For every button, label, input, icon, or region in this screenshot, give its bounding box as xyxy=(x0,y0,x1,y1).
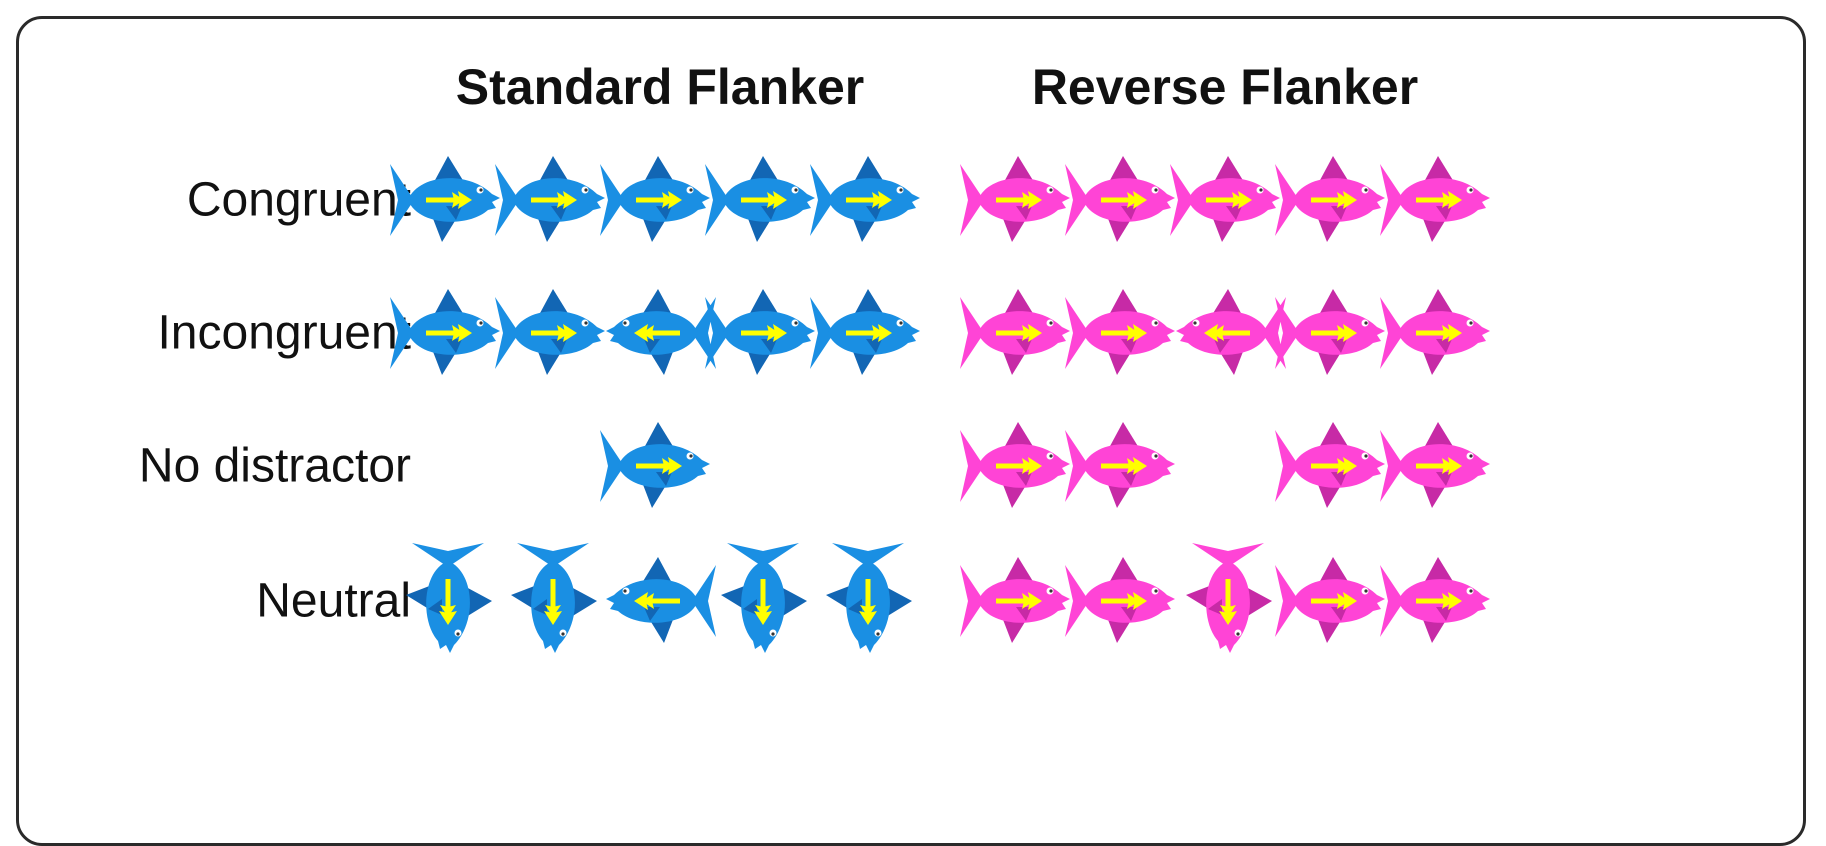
reverse-fish-3-1-right xyxy=(960,422,1070,508)
standard-fish-1-4-right xyxy=(705,156,815,242)
reverse-fish-4-2-right xyxy=(1065,557,1175,643)
standard-fish-4-5-down xyxy=(826,543,912,653)
reverse-fish-1-3-right xyxy=(1170,156,1280,242)
standard-fish-1-5-right xyxy=(810,156,920,242)
row-label-no-distractor: No distractor xyxy=(138,439,411,493)
reverse-fish-2-5-right xyxy=(1380,289,1490,375)
row-label-incongruent: Incongruent xyxy=(157,306,411,360)
standard-fish-4-2-down xyxy=(511,543,597,653)
standard-fish-2-4-right xyxy=(705,289,815,375)
reverse-fish-1-1-right xyxy=(960,156,1070,242)
reverse-fish-4-1-right xyxy=(960,557,1070,643)
standard-fish-2-1-right xyxy=(390,289,500,375)
standard-fish-1-1-right xyxy=(390,156,500,242)
standard-fish-4-1-down xyxy=(406,543,492,653)
reverse-fish-4-5-right xyxy=(1380,557,1490,643)
reverse-fish-1-4-right xyxy=(1275,156,1385,242)
reverse-fish-2-3-left xyxy=(1176,289,1286,375)
reverse-fish-4-4-right xyxy=(1275,557,1385,643)
row-label-neutral: Neutral xyxy=(256,574,411,628)
reverse-fish-3-5-right xyxy=(1380,422,1490,508)
standard-fish-2-2-right xyxy=(495,289,605,375)
reverse-fish-3-2-right xyxy=(1065,422,1175,508)
standard-fish-3-3-right xyxy=(600,422,710,508)
reverse-fish-2-4-right xyxy=(1275,289,1385,375)
reverse-flanker-title: Reverse Flanker xyxy=(1031,59,1419,115)
reverse-fish-4-3-down xyxy=(1186,543,1272,653)
reverse-fish-3-4-right xyxy=(1275,422,1385,508)
standard-fish-2-3-left xyxy=(606,289,716,375)
standard-fish-1-2-right xyxy=(495,156,605,242)
standard-fish-2-5-right xyxy=(810,289,920,375)
reverse-fish-2-1-right xyxy=(960,289,1070,375)
fish-grid xyxy=(390,156,1490,653)
reverse-fish-1-2-right xyxy=(1065,156,1175,242)
standard-fish-4-3-left xyxy=(606,557,716,643)
reverse-fish-1-5-right xyxy=(1380,156,1490,242)
standard-fish-4-4-down xyxy=(721,543,807,653)
standard-flanker-title: Standard Flanker xyxy=(455,59,865,115)
row-label-congruent: Congruent xyxy=(186,173,411,227)
reverse-fish-2-2-right xyxy=(1065,289,1175,375)
standard-fish-1-3-right xyxy=(600,156,710,242)
